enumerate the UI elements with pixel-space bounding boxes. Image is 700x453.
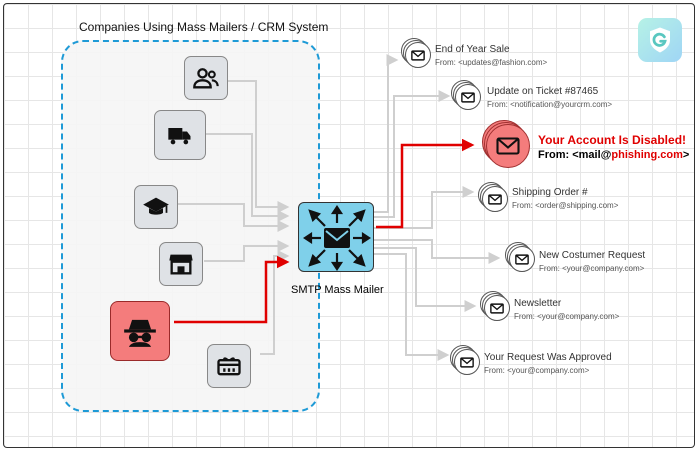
truck-tile xyxy=(154,110,206,160)
hacker-spy-icon xyxy=(124,319,156,347)
phishing-wire xyxy=(376,138,475,229)
users-icon xyxy=(193,68,219,89)
email-subject: Newsletter xyxy=(514,298,562,309)
users-tile xyxy=(184,56,228,100)
email-sender: From: <your@company.com> xyxy=(484,366,590,375)
envelope-icon xyxy=(484,295,510,321)
store-tile xyxy=(159,242,203,286)
email-subject: Your Request Was Approved xyxy=(484,352,612,363)
diagram-canvas: Companies Using Mass Mailers / CRM Syste… xyxy=(3,3,695,448)
email-subject: End of Year Sale xyxy=(435,44,510,55)
email-subject: Your Account Is Disabled! xyxy=(538,133,687,147)
graduation-cap-icon xyxy=(143,197,169,215)
envelope-icon xyxy=(405,42,431,68)
broadcast-mail-icon xyxy=(303,205,371,271)
email-sender: From: <updates@fashion.com> xyxy=(435,58,548,67)
storefront-icon xyxy=(169,254,193,275)
email-sender: From: <mail@phishing.com> xyxy=(538,149,690,161)
giftcard-tile xyxy=(197,334,251,388)
email-sender: From: <your@company.com> xyxy=(514,312,620,321)
envelope-icon xyxy=(455,84,481,110)
email-subject: Shipping Order # xyxy=(512,187,588,198)
output-wires xyxy=(374,54,501,361)
shield-g-logo-icon xyxy=(638,18,682,62)
truck-icon xyxy=(168,128,191,145)
envelope-icon xyxy=(509,246,535,272)
email-subject: Update on Ticket #87465 xyxy=(487,86,599,97)
envelope-icon xyxy=(486,124,530,168)
smtp-mass-mailer-node xyxy=(298,202,374,272)
email-sender: From: <order@shipping.com> xyxy=(512,201,619,210)
email-subject: New Costumer Request xyxy=(539,250,646,261)
envelope-icon xyxy=(454,349,480,375)
group-title: Companies Using Mass Mailers / CRM Syste… xyxy=(79,20,329,34)
education-tile xyxy=(124,175,178,229)
email-sender: From: <notification@yourcrm.com> xyxy=(487,100,613,109)
connection-wires xyxy=(174,54,501,361)
email-sender: From: <your@company.com> xyxy=(539,264,645,273)
gift-card-icon xyxy=(217,357,241,376)
smtp-label: SMTP Mass Mailer xyxy=(291,284,384,296)
envelope-icon xyxy=(482,186,508,212)
hacker-wire xyxy=(174,255,290,324)
hacker-tile xyxy=(110,301,170,361)
